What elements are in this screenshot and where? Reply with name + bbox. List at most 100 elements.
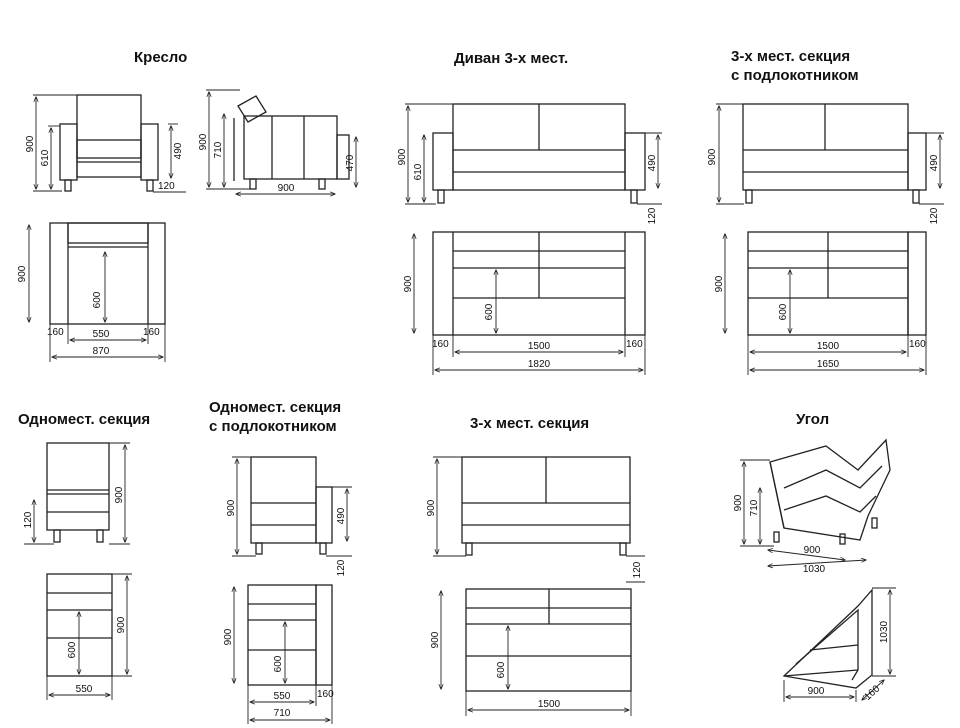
armchair-side-view: 900 710 470 900: [198, 89, 356, 194]
title-line-1: Одномест. секция: [209, 399, 342, 416]
dim-top-height: 900: [223, 628, 234, 645]
dim-front-height: 900: [426, 499, 437, 516]
leg: [437, 189, 445, 204]
section-3-armrest-top-view: 900 600 1500 160 1650: [714, 231, 927, 375]
leg: [255, 542, 263, 555]
dim-arm-height: 490: [647, 154, 658, 171]
leg: [912, 189, 920, 204]
dim-side-width: 900: [278, 183, 295, 194]
title-armchair: Кресло: [134, 49, 188, 66]
side-armrest: [336, 134, 350, 180]
corner-back: [769, 438, 891, 541]
dim-leg-height: 120: [632, 561, 643, 578]
single-section-top-view: 600 900 550: [46, 573, 132, 700]
armrest-top: [907, 231, 927, 336]
leg: [871, 517, 878, 529]
leg: [630, 189, 638, 204]
section-3-front-view: 900 120: [426, 456, 645, 583]
backrest: [46, 442, 110, 531]
dim-arm-width: 160: [317, 689, 334, 700]
dim-side-arm: 470: [345, 154, 356, 171]
title-single-section-armrest: Одномест. секция с подлокотником: [209, 398, 341, 436]
dim-front-height: 900: [226, 499, 237, 516]
dim-corner-height: 900: [733, 494, 744, 511]
leg: [249, 178, 257, 190]
armrest-right: [624, 132, 646, 191]
dim-total-width: 870: [93, 346, 110, 357]
dim-corner-total-width: 1030: [803, 564, 826, 575]
headrest: [237, 95, 267, 123]
backrest-top: [67, 222, 149, 244]
single-section-armrest-front-view: 900 490 120: [226, 456, 352, 576]
dim-top-depth: 600: [484, 303, 495, 320]
dim-top-height: 900: [17, 265, 28, 282]
leg: [465, 542, 473, 556]
dim-leg-height: 120: [336, 559, 347, 576]
dim-arm-right: 160: [143, 327, 160, 338]
dim-arm-height: 490: [929, 154, 940, 171]
armrest-top: [315, 584, 333, 686]
armrest-right: [140, 123, 159, 181]
armchair-top-view: 900 600 160 550 160 870: [17, 222, 166, 362]
dim-corner-arm: 160: [862, 683, 882, 703]
dim-front-height: 900: [114, 486, 125, 503]
leg: [64, 179, 72, 192]
armrest-right: [907, 132, 927, 191]
dim-top-height: 900: [116, 616, 127, 633]
title-3-seat-section: 3-х мест. секция: [470, 415, 590, 432]
backrest: [250, 456, 317, 544]
dim-corner-top-width: 900: [808, 686, 825, 697]
sofa-3-top-view: 900 600 160 1500 160 1820: [403, 231, 646, 375]
dim-top-depth: 600: [67, 641, 78, 658]
dim-front-height: 900: [707, 148, 718, 165]
dim-leg-height: 120: [929, 207, 940, 224]
title-sofa-3-seat: Диван 3-х мест.: [454, 50, 569, 67]
sofa-3-front-view: 900 610 490 120: [397, 103, 662, 224]
top-outline: [46, 573, 113, 677]
dim-seat-width: 1500: [538, 699, 561, 710]
seat-cushion: [76, 139, 142, 159]
dim-seat-width: 1500: [528, 341, 551, 352]
armchair-front-view: 900 610 490 120: [25, 94, 186, 193]
dim-seat-width: 550: [93, 329, 110, 340]
backrest: [76, 94, 142, 178]
section-3-top-view: 900 600 1500: [430, 588, 632, 716]
dim-top-depth: 600: [496, 661, 507, 678]
leg: [773, 531, 780, 543]
corner-perspective-view: 900 710 900 1030: [733, 438, 891, 575]
single-section-armrest-top-view: 900 600 550 160 710: [223, 584, 334, 724]
dim-total-width: 1820: [528, 359, 551, 370]
dim-seat-width: 1500: [817, 341, 840, 352]
dim-corner-seat-height: 710: [749, 499, 760, 516]
dim-front-height: 900: [25, 135, 36, 152]
dim-arm-height: 490: [336, 507, 347, 524]
title-corner: Угол: [796, 411, 830, 428]
dim-arm-left: 160: [47, 327, 64, 338]
dim-corner-top-depth: 1030: [879, 620, 890, 643]
dim-corner-width: 900: [804, 545, 821, 556]
dim-arm-left: 160: [432, 339, 449, 350]
leg: [146, 179, 154, 192]
dim-top-height: 900: [403, 275, 414, 292]
leg: [839, 533, 846, 545]
corner-top-view: 1030 900 160: [782, 587, 896, 703]
leg: [53, 529, 61, 543]
title-line-1: 3-х мест. секция: [731, 48, 851, 65]
dim-seat-width: 550: [274, 691, 291, 702]
dim-total-width: 1650: [817, 359, 840, 370]
leg: [96, 529, 104, 543]
title-3-seat-section-armrest: 3-х мест. секция с подлокотником: [731, 47, 859, 85]
dim-leg-height: 120: [23, 511, 34, 528]
dim-arm-height: 490: [173, 142, 184, 159]
leg: [319, 542, 327, 555]
dim-top-depth: 600: [273, 655, 284, 672]
dim-seat-height: 610: [413, 163, 424, 180]
armrest-left: [432, 132, 454, 191]
dim-top-height: 900: [714, 275, 725, 292]
title-single-section: Одномест. секция: [18, 411, 151, 428]
leg: [318, 178, 326, 190]
dim-total-width: 710: [274, 708, 291, 719]
dim-front-height: 900: [397, 148, 408, 165]
leg: [745, 189, 753, 204]
title-line-2: с подлокотником: [731, 67, 859, 84]
